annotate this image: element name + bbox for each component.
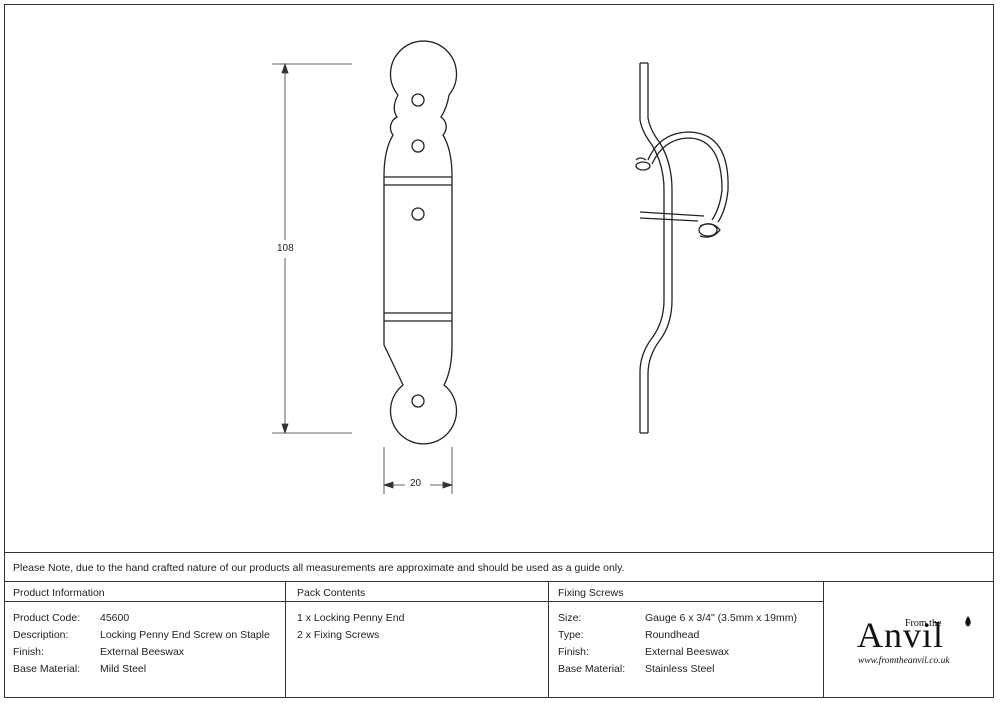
pack-contents-heading: Pack Contents [297, 587, 366, 599]
pack-item: 1 x Locking Penny End [297, 612, 405, 624]
screw-size-value: Gauge 6 x 3/4" (3.5mm x 19mm) [645, 612, 797, 624]
screw-material-value: Stainless Steel [645, 663, 715, 675]
pack-item: 2 x Fixing Screws [297, 629, 380, 641]
column-divider-2 [548, 581, 549, 698]
height-dimension-label: 108 [275, 243, 296, 254]
fixing-screws-heading: Fixing Screws [558, 587, 624, 599]
screw-hole-middle [411, 207, 425, 221]
front-view-outline [383, 40, 458, 445]
width-dimension-label: 20 [408, 478, 424, 489]
description-value: Locking Penny End Screw on Staple [100, 629, 270, 641]
screw-material-label: Base Material: [558, 663, 626, 675]
base-material-label: Base Material: [13, 663, 81, 675]
product-info-heading: Product Information [13, 587, 105, 599]
screw-type-value: Roundhead [645, 629, 700, 641]
measurement-note: Please Note, due to the hand crafted nat… [13, 562, 625, 574]
side-view [635, 62, 729, 434]
base-material-value: Mild Steel [100, 663, 147, 675]
side-view-staple-outer [639, 63, 665, 433]
side-view-rivet [635, 161, 651, 171]
divider-note [4, 581, 994, 582]
side-view-hook [647, 131, 729, 223]
screw-hole-bottom [411, 394, 425, 408]
column-divider-3 [823, 581, 824, 698]
screw-finish-value: External Beeswax [645, 646, 730, 658]
product-code-value: 45600 [100, 612, 130, 624]
divider-top [4, 552, 994, 553]
width-dimension [382, 447, 454, 494]
screw-hole-upper [411, 139, 425, 153]
description-label: Description: [13, 629, 69, 641]
logo-from-the: From the [905, 618, 942, 629]
screw-type-label: Type: [558, 629, 584, 641]
logo-url[interactable]: www.fromtheanvil.co.uk [858, 656, 950, 666]
finish-value: External Beeswax [100, 646, 185, 658]
drawing-frame [4, 4, 994, 698]
side-view-pin [639, 211, 705, 222]
flame-icon [965, 616, 971, 627]
front-view [383, 40, 458, 445]
column-divider-1 [285, 581, 286, 698]
finish-label: Finish: [13, 646, 44, 658]
divider-header [4, 601, 824, 602]
height-dimension [272, 62, 352, 435]
logo-brand: Anvil [857, 615, 945, 655]
screw-size-label: Size: [558, 612, 582, 624]
screw-hole-top [411, 93, 425, 107]
side-view-staple-inner [647, 63, 673, 433]
product-code-label: Product Code: [13, 612, 81, 624]
screw-finish-label: Finish: [558, 646, 589, 658]
